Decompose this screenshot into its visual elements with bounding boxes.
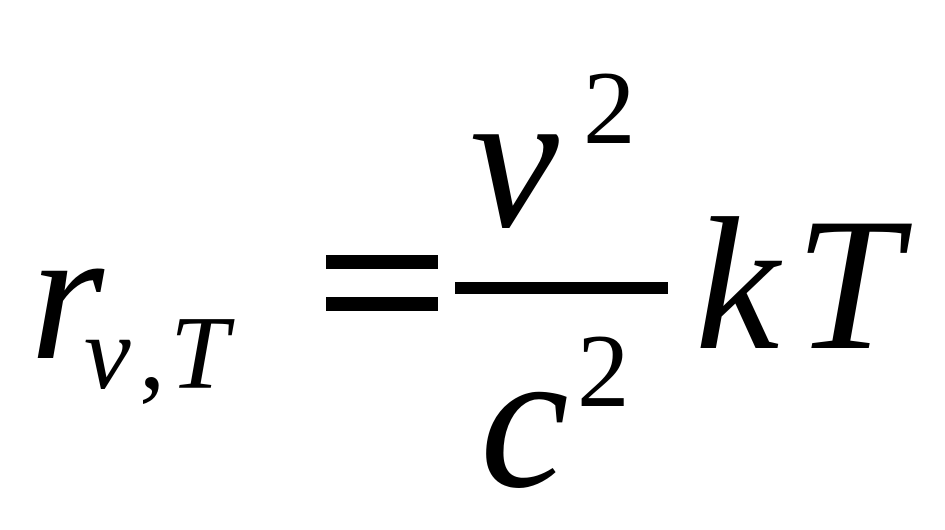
rhs-T-symbol: T [795,180,901,390]
equals-sign-top-bar [326,255,438,269]
fraction-bar [455,282,668,294]
lhs-subscript-T: T [170,294,229,411]
denominator-c: c [480,309,569,530]
lhs-subscript-comma: , [139,294,166,411]
numerator-nu: ν [470,49,559,270]
equals-sign-bottom-bar [326,297,438,311]
denominator-exponent: 2 [577,312,630,429]
lhs-r-symbol: r [30,190,104,400]
rhs-k-symbol: k [695,180,780,390]
numerator-exponent: 2 [583,49,636,166]
lhs-subscript-v: v [84,294,131,411]
